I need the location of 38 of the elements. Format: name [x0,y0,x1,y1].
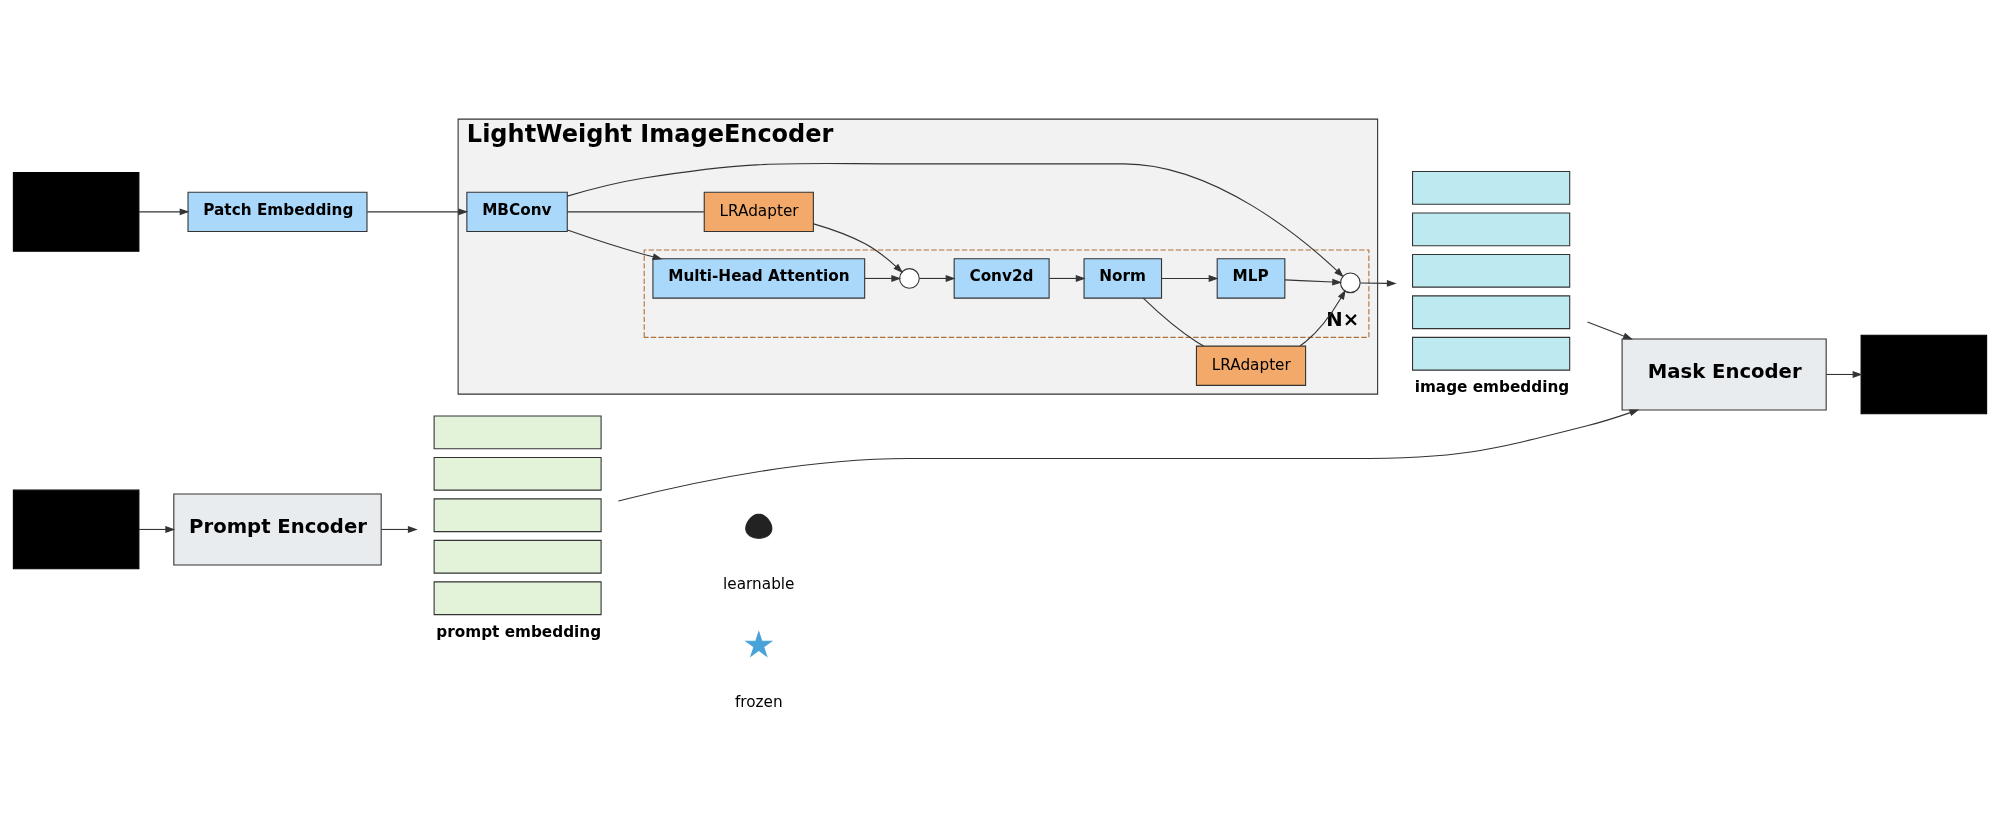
connector [1142,297,1205,347]
arrow [1825,371,1863,378]
node-circle [899,268,920,289]
node-box: Mask Encoder [1621,338,1827,411]
node-box: LRAdapter [1195,345,1307,386]
arrow [813,223,903,273]
arrow [566,162,1344,278]
arrow [617,409,1640,502]
node-box: Norm [1083,258,1163,299]
node-box: Patch Embedding [187,191,368,233]
arrow [1299,289,1346,347]
node-label: prompt embedding [436,622,602,641]
arrow [1161,275,1219,282]
node-label: image embedding [1414,378,1570,397]
node-circle [1339,272,1361,294]
arrow [566,229,663,261]
node-box: MLP [1216,258,1286,299]
node-box [12,489,140,570]
arrow [366,208,469,216]
node-box: Conv2d [953,258,1050,299]
node-box: Multi-Head Attention [652,258,866,299]
arrow [1586,321,1633,340]
arrow [918,275,956,282]
node-box: Prompt Encoder [173,493,382,566]
arrow [380,526,418,533]
arrow [1359,279,1397,287]
node-box [12,172,140,252]
arrow [1048,275,1086,282]
arrow [1284,278,1343,286]
arrow [138,208,190,216]
node-box: LRAdapter [703,191,814,233]
node-box [1860,334,1988,415]
node-box: MBConv [466,191,568,233]
legend-label: learnable [723,575,795,594]
legend-label: frozen [734,693,783,712]
arrow [138,526,176,533]
connector [566,211,705,213]
arrow [864,275,902,282]
